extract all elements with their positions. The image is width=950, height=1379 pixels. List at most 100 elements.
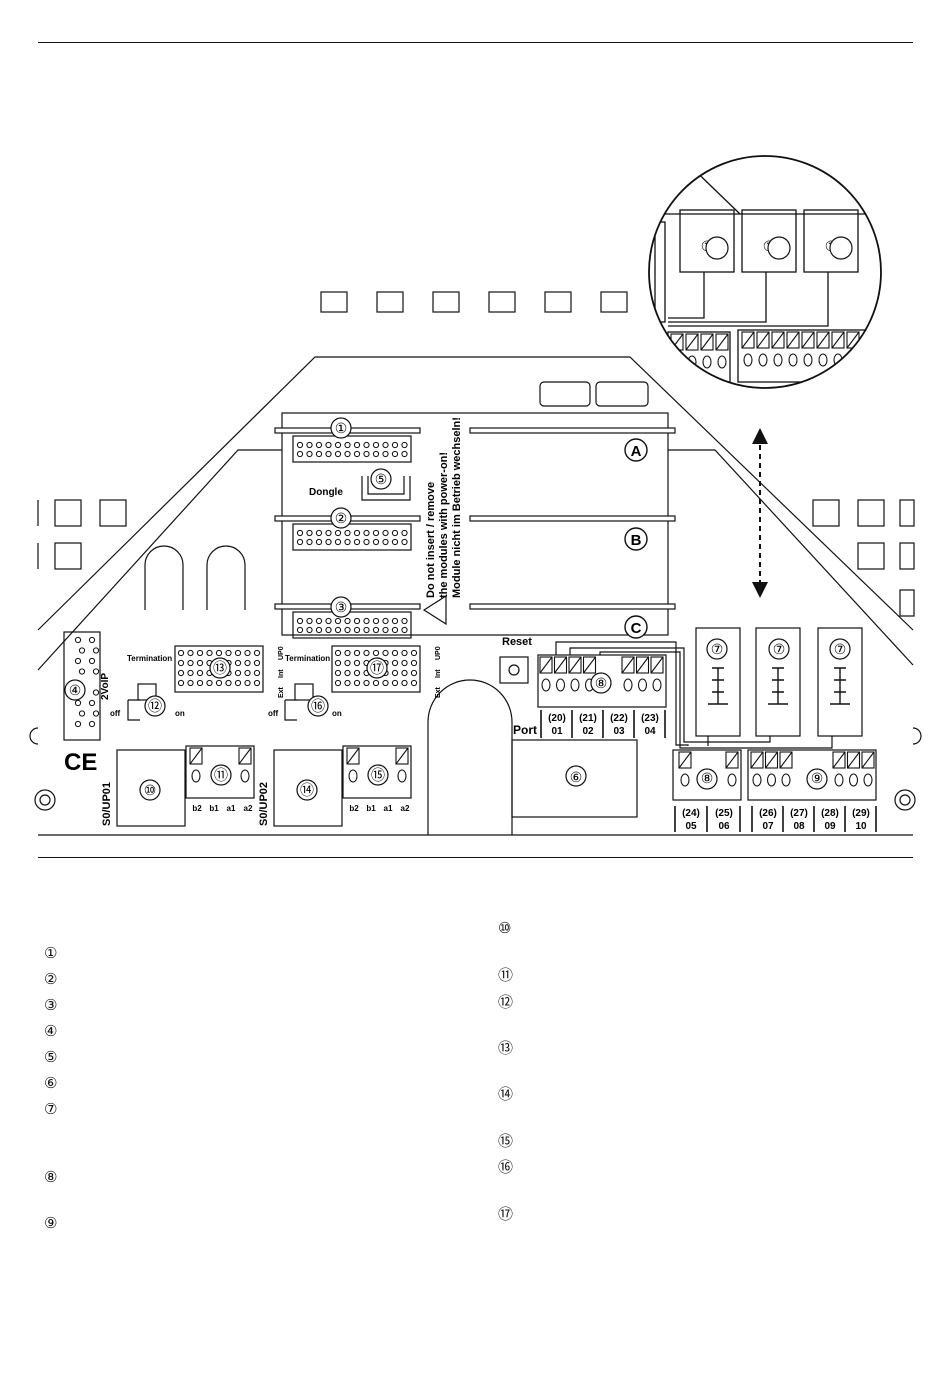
termination-pin	[410, 669, 418, 677]
termination-pin	[353, 649, 361, 657]
port-22-paren: (22)	[610, 713, 628, 724]
marker-circle	[806, 768, 828, 790]
socket-symbol	[768, 667, 788, 705]
marker-circle	[296, 779, 318, 801]
switch-up-2: UP0	[435, 646, 442, 660]
legend-marker: ⑨	[44, 1214, 58, 1232]
header-pin	[325, 529, 332, 537]
header-pin	[334, 450, 342, 458]
termination-pin	[334, 659, 342, 667]
voip-pin	[88, 720, 96, 728]
termination-pin	[391, 679, 399, 687]
header-pin	[353, 529, 361, 537]
termination-pin	[391, 669, 399, 677]
header-pin	[363, 529, 370, 537]
terminal-screw	[766, 773, 777, 787]
port-label: Port	[513, 723, 537, 737]
header-pin	[306, 529, 313, 537]
header-pin	[353, 538, 361, 546]
terminal-a1-2: a1	[384, 804, 393, 813]
port-28-num: 09	[824, 821, 836, 832]
middle-rule	[38, 857, 913, 858]
header-pin	[372, 626, 380, 634]
termination-pin	[196, 679, 204, 687]
switch-int-1: Int	[278, 669, 285, 678]
marker-5: ⑤	[375, 471, 388, 487]
terminal-clamp-lever	[771, 331, 785, 349]
header-pin	[325, 617, 332, 625]
voip-module	[63, 631, 101, 741]
termination-pin	[244, 679, 251, 687]
voip-pin	[74, 636, 82, 644]
terminal-clamp-lever	[583, 656, 596, 674]
legend-marker: ④	[44, 1022, 58, 1040]
terminal-strip-8-top	[537, 654, 667, 708]
terminal-b1-2: b1	[366, 804, 376, 813]
termination-pin	[410, 659, 418, 667]
header-pin	[391, 617, 399, 625]
warning-line-2: the modules with power-on!	[438, 452, 450, 598]
terminal-screw	[702, 355, 712, 369]
port-27-paren: (27)	[790, 808, 808, 819]
device-6	[511, 739, 638, 818]
header-pin	[401, 529, 408, 537]
terminal-screw	[803, 353, 813, 367]
s0-label-1: S0/UP01	[101, 782, 113, 826]
terminal-clamp-lever	[568, 656, 582, 674]
marker-circle	[144, 695, 166, 717]
s0-label-2: S0/UP02	[258, 782, 270, 826]
terminal-screw	[397, 769, 407, 783]
terminal-screw	[758, 353, 768, 367]
header-pin	[296, 441, 304, 449]
terminal-screw	[848, 353, 858, 367]
header-pin	[315, 538, 323, 546]
termination-pin	[244, 659, 251, 667]
terminal-clamp-lever	[765, 751, 778, 769]
header-pin	[325, 538, 332, 546]
legend-marker: ⑯	[498, 1158, 514, 1176]
terminal-clamp-lever	[832, 751, 846, 769]
termination-pin	[196, 659, 204, 667]
terminal-screw	[348, 769, 358, 783]
termination-pin	[353, 659, 361, 667]
terminal-screw	[680, 773, 690, 787]
header-pin	[391, 529, 399, 537]
terminal-screw	[773, 353, 783, 367]
termination-pin	[187, 679, 194, 687]
legend-marker: ⑪	[498, 966, 514, 984]
terminal-b2-1: b2	[192, 804, 202, 813]
header-pin	[306, 626, 313, 634]
ce-mark: CE	[64, 749, 97, 776]
warning-line-3: Module nicht im Betrieb wechseln!	[451, 417, 463, 598]
voip-label: 2VoIP	[100, 673, 111, 700]
port-27-num: 08	[793, 821, 805, 832]
terminal-screw	[652, 678, 662, 692]
header-pin	[315, 617, 323, 625]
header-pin	[391, 441, 399, 449]
header-pin	[325, 450, 332, 458]
port-26-num: 07	[762, 821, 774, 832]
terminal-screw	[752, 773, 762, 787]
termination-pin	[253, 669, 261, 677]
marker-circle	[367, 764, 389, 786]
legend-marker: ⑦	[44, 1100, 58, 1118]
marker-circle	[139, 779, 161, 801]
header-pin	[344, 538, 351, 546]
header-pin	[372, 529, 380, 537]
termination-pin	[234, 659, 242, 667]
header-pin	[382, 617, 389, 625]
termination-pin	[253, 649, 261, 657]
terminal-clamp-lever	[685, 333, 699, 351]
termination-pin	[253, 679, 261, 687]
terminal-clamp-lever	[779, 751, 793, 769]
header-pin	[315, 441, 323, 449]
marker-7c: ⑦	[834, 641, 847, 657]
header-pin	[315, 529, 323, 537]
marker-11: ⑪	[214, 767, 228, 783]
termination-pin	[363, 649, 370, 657]
marker-13: ⑬	[213, 660, 227, 676]
header-pin	[353, 626, 361, 634]
termination-pin	[234, 649, 242, 657]
terminal-clamp-lever	[636, 656, 649, 674]
termination-pin	[177, 649, 185, 657]
